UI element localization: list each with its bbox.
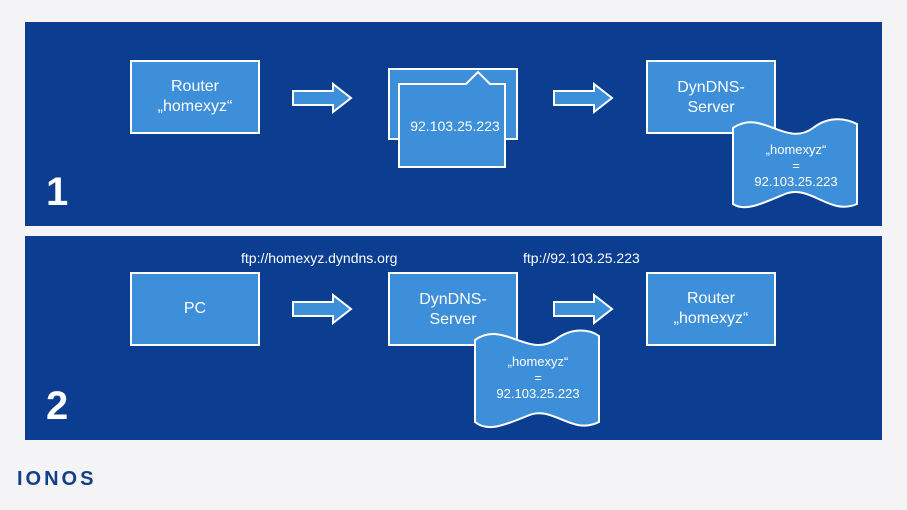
step-number: 2	[46, 384, 69, 428]
document-wave-icon	[474, 329, 600, 429]
note-line3: 92.103.25.223	[496, 386, 580, 401]
step-1-panel: 1 Router „homexyz“ 92.103.25.223 DynDNS-…	[25, 22, 882, 226]
step-number: 1	[46, 170, 69, 214]
url-ip: ftp://92.103.25.223	[523, 250, 640, 266]
server-label-line1: DynDNS-	[419, 291, 487, 308]
arrow-right-icon	[553, 293, 614, 325]
dns-record-note: „homexyz“ = 92.103.25.223	[473, 324, 603, 434]
dns-record-note: „homexyz“ = 92.103.25.223	[731, 112, 861, 210]
url-hostname: ftp://homexyz.dyndns.org	[241, 250, 398, 266]
server-label-line2: Server	[687, 99, 735, 116]
note-line3: 92.103.25.223	[754, 174, 838, 189]
server-label-line1: DynDNS-	[677, 79, 745, 96]
note-line1: „homexyz“	[507, 354, 569, 369]
router-box: Router „homexyz“	[646, 272, 776, 346]
step-2-panel: 2 ftp://homexyz.dyndns.org ftp://92.103.…	[25, 236, 882, 440]
note-line2: =	[534, 370, 542, 385]
pc-label: PC	[183, 300, 207, 317]
pc-box: PC	[130, 272, 260, 346]
arrow-right-icon	[553, 82, 614, 114]
router-label-line2: „homexyz“	[673, 310, 749, 327]
router-label-line2: „homexyz“	[157, 98, 233, 115]
router-label-line1: Router	[170, 78, 220, 95]
document-wave-icon	[732, 118, 858, 209]
server-label-line2: Server	[429, 311, 477, 328]
arrow-right-icon	[292, 82, 353, 114]
note-line2: =	[792, 158, 800, 173]
ip-address-card: 92.103.25.223	[410, 118, 500, 134]
note-line1: „homexyz“	[765, 142, 827, 157]
ionos-logo: IONOS	[17, 468, 97, 490]
ip-packet-icon	[388, 68, 518, 168]
arrow-right-icon	[292, 293, 353, 325]
router-box: Router „homexyz“	[130, 60, 260, 134]
router-label-line1: Router	[686, 290, 736, 307]
